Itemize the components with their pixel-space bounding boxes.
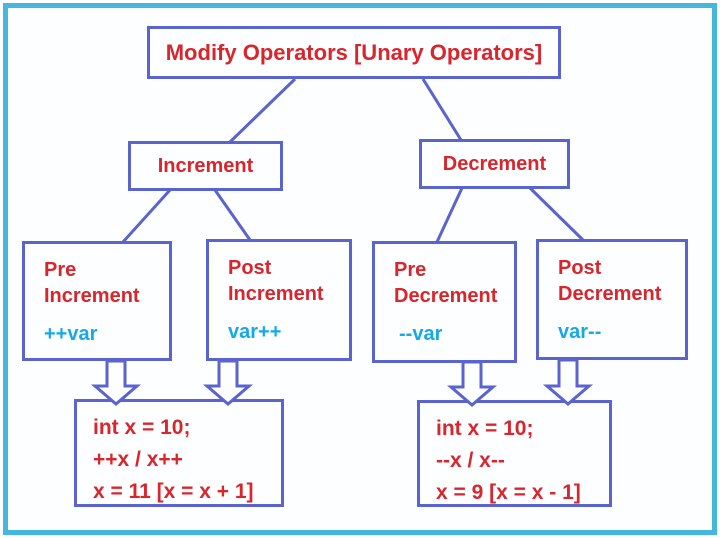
pre-decrement-label-line2: Decrement (394, 285, 498, 307)
decrement-example-line3: x = 9 [x = x - 1] (436, 481, 581, 504)
down-arrow-icon (446, 360, 498, 407)
connector-root-to-increment (228, 77, 297, 144)
down-arrow-icon (202, 359, 254, 406)
post-increment-syntax: var++ (228, 321, 282, 343)
box-pre-decrement: Pre Decrement --var (372, 241, 517, 363)
increment-example-line2: ++x / x++ (93, 448, 183, 471)
connector-root-to-decrement (421, 78, 463, 141)
box-increment: Increment (128, 141, 283, 191)
root-title: Modify Operators [Unary Operators] (165, 39, 543, 65)
down-arrow-icon (90, 359, 142, 406)
connector-decrement-to-post (528, 186, 585, 242)
box-modify-operators: Modify Operators [Unary Operators] (147, 26, 561, 79)
increment-example-line1: int x = 10; (93, 416, 191, 439)
increment-example-line3: x = 11 [x = x + 1] (93, 480, 254, 503)
decrement-example-line1: int x = 10; (436, 417, 534, 440)
pre-decrement-syntax: --var (399, 323, 443, 345)
pre-increment-label-line2: Increment (44, 285, 140, 307)
decrement-label: Decrement (442, 152, 547, 175)
box-decrement-example: int x = 10; --x / x-- x = 9 [x = x - 1] (417, 400, 612, 507)
post-increment-label-line1: Post (228, 257, 272, 279)
pre-increment-syntax: ++var (44, 323, 98, 345)
pre-increment-label-line1: Pre (44, 259, 77, 281)
box-increment-example: int x = 10; ++x / x++ x = 11 [x = x + 1] (74, 399, 284, 507)
down-arrow-icon (542, 358, 594, 406)
post-decrement-label-line1: Post (558, 257, 602, 279)
connector-increment-to-post (213, 189, 252, 241)
pre-decrement-label-line1: Pre (394, 259, 427, 281)
increment-label: Increment (157, 154, 254, 177)
box-post-increment: Post Increment var++ (206, 239, 352, 361)
post-decrement-syntax: var-- (558, 321, 602, 343)
box-decrement: Decrement (419, 139, 570, 189)
box-post-decrement: Post Decrement var-- (536, 239, 688, 360)
box-pre-increment: Pre Increment ++var (22, 241, 172, 361)
post-increment-label-line2: Increment (228, 283, 324, 305)
post-decrement-label-line2: Decrement (558, 283, 662, 305)
decrement-example-line2: --x / x-- (436, 449, 505, 472)
connector-increment-to-pre (121, 188, 172, 244)
connector-decrement-to-pre (435, 187, 464, 243)
